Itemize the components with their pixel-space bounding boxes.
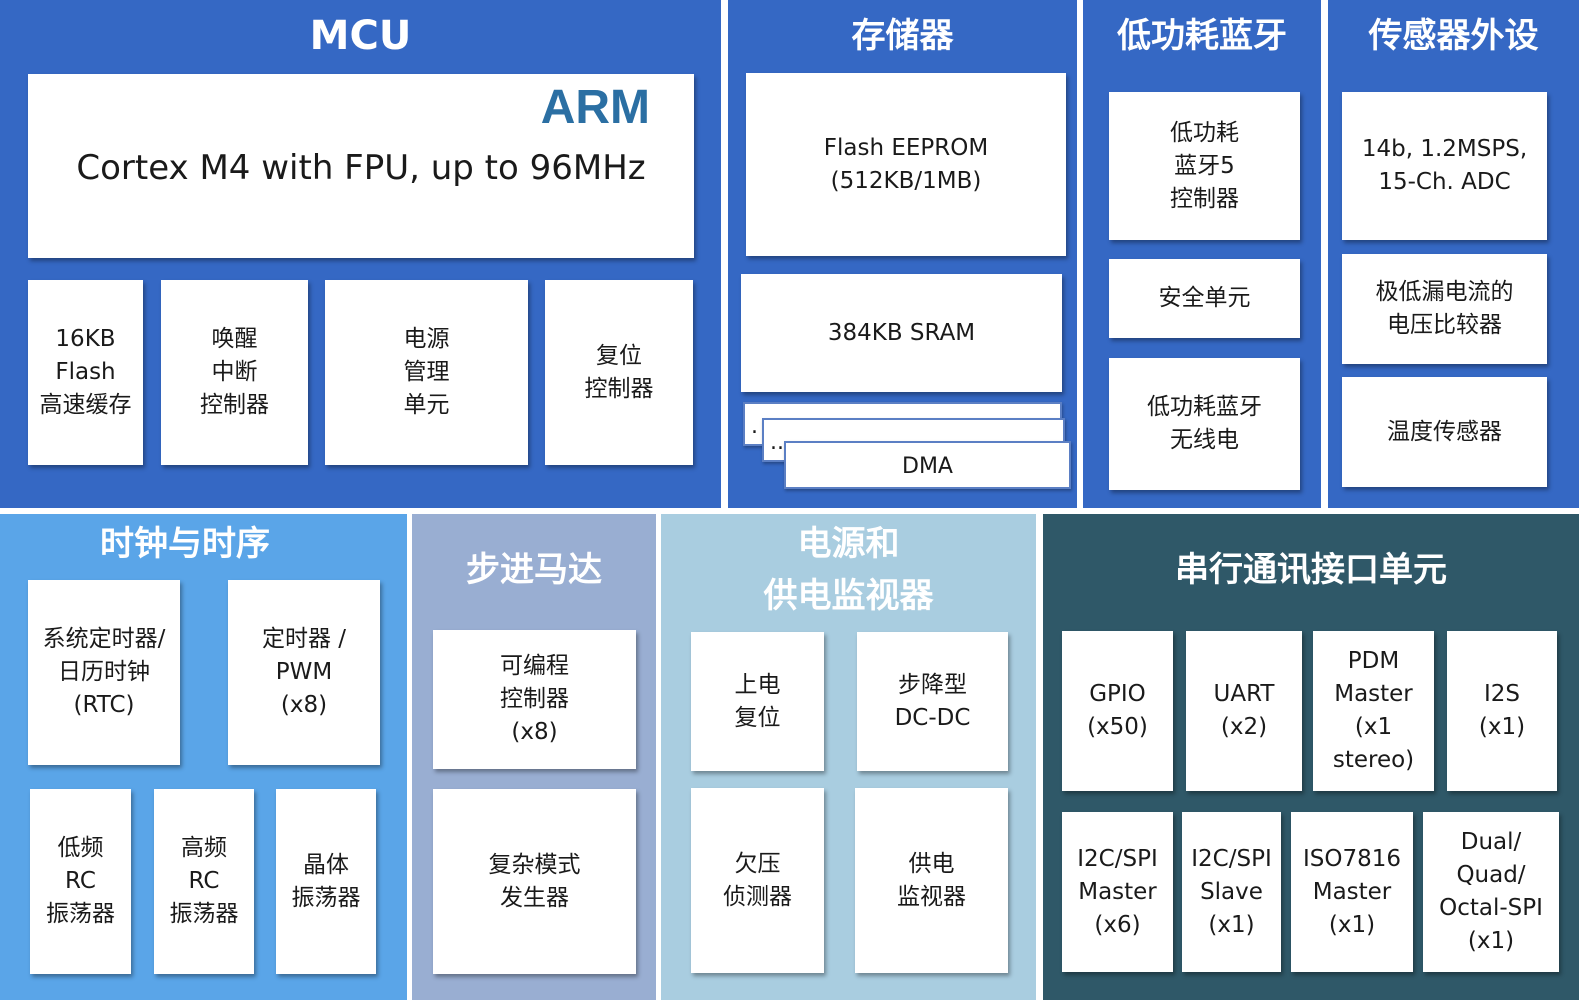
flash-eeprom-box: Flash EEPROM (512KB/1MB) <box>746 73 1066 256</box>
gpio-box: GPIO (x50) <box>1062 631 1173 791</box>
voltage-comparator-box: 极低漏电流的 电压比较器 <box>1342 254 1547 364</box>
memory-panel: 存储器 Flash EEPROM (512KB/1MB) 384KB SRAM … <box>728 0 1077 508</box>
sram-box: 384KB SRAM <box>741 274 1062 392</box>
security-unit-box: 安全单元 <box>1109 259 1300 338</box>
core-label: Cortex M4 with FPU, up to 96MHz <box>76 148 646 188</box>
ble-panel: 低功耗蓝牙 低功耗 蓝牙5 控制器 安全单元 低功耗蓝牙 无线电 <box>1083 0 1321 508</box>
ble-controller-box: 低功耗 蓝牙5 控制器 <box>1109 92 1300 240</box>
crystal-oscillator-box: 晶体 振荡器 <box>276 789 376 974</box>
buck-dc-dc-box: 步降型 DC-DC <box>857 632 1008 771</box>
power-title: 电源和 供电监视器 <box>763 524 934 616</box>
lf-rc-oscillator-box: 低频 RC 振荡器 <box>30 789 131 974</box>
clock-title: 时钟与时序 <box>100 524 270 564</box>
power-management-box: 电源 管理 单元 <box>325 280 528 465</box>
reset-controller-box: 复位 控制器 <box>545 280 693 465</box>
arm-logo: ARM <box>540 81 650 134</box>
serial-panel: 串行通讯接口单元 GPIO (x50) UART (x2) PDM Master… <box>1043 514 1579 1000</box>
i2s-box: I2S (x1) <box>1447 631 1557 791</box>
temperature-sensor-box: 温度传感器 <box>1342 377 1547 487</box>
timer-pwm-box: 定时器 / PWM (x8) <box>228 580 380 765</box>
octal-spi-box: Dual/ Quad/ Octal-SPI (x1) <box>1423 812 1559 972</box>
programmable-controller-box: 可编程 控制器 (x8) <box>433 630 636 769</box>
supply-monitor-box: 供电 监视器 <box>855 788 1008 973</box>
sensors-title: 传感器外设 <box>1368 16 1539 56</box>
ble-radio-box: 低功耗蓝牙 无线电 <box>1109 358 1300 490</box>
i2c-spi-slave-box: I2C/SPI Slave (x1) <box>1182 812 1281 972</box>
sensors-panel: 传感器外设 14b, 1.2MSPS, 15-Ch. ADC 极低漏电流的 电压… <box>1328 0 1579 508</box>
pattern-generator-box: 复杂模式 发生器 <box>433 789 636 974</box>
core-box: ARM Cortex M4 with FPU, up to 96MHz <box>28 74 694 258</box>
stepper-title: 步进马达 <box>466 550 602 590</box>
power-panel: 电源和 供电监视器 上电 复位 步降型 DC-DC 欠压 侦测器 供电 监视器 <box>661 514 1036 1000</box>
pdm-master-box: PDM Master (x1 stereo) <box>1313 631 1434 791</box>
iso7816-master-box: ISO7816 Master (x1) <box>1291 812 1413 972</box>
hf-rc-oscillator-box: 高频 RC 振荡器 <box>154 789 254 974</box>
mcu-title: MCU <box>309 13 412 59</box>
rtc-box: 系统定时器/ 日历时钟 (RTC) <box>28 580 180 765</box>
power-on-reset-box: 上电 复位 <box>691 632 824 771</box>
wakeup-interrupt-box: 唤醒 中断 控制器 <box>161 280 308 465</box>
memory-title: 存储器 <box>851 16 954 56</box>
brownout-detector-box: 欠压 侦测器 <box>691 788 824 973</box>
ble-title: 低功耗蓝牙 <box>1117 16 1287 56</box>
serial-title: 串行通讯接口单元 <box>1175 550 1447 590</box>
adc-box: 14b, 1.2MSPS, 15-Ch. ADC <box>1342 92 1547 240</box>
uart-box: UART (x2) <box>1186 631 1302 791</box>
dma-box: DMA <box>784 441 1071 489</box>
flash-cache-box: 16KB Flash 高速缓存 <box>28 280 143 465</box>
stepper-panel: 步进马达 可编程 控制器 (x8) 复杂模式 发生器 <box>412 514 656 1000</box>
clock-panel: 时钟与时序 系统定时器/ 日历时钟 (RTC) 定时器 / PWM (x8) 低… <box>0 514 407 1000</box>
i2c-spi-master-box: I2C/SPI Master (x6) <box>1062 812 1173 972</box>
mcu-panel: MCU ARM Cortex M4 with FPU, up to 96MHz … <box>0 0 721 508</box>
